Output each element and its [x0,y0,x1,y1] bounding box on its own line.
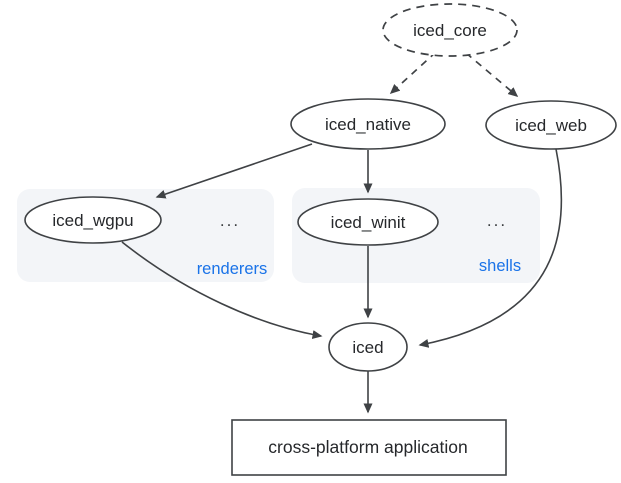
iced-native-label: iced_native [325,115,411,134]
iced-winit-label: iced_winit [331,213,406,232]
iced-winit-ellipse [297,198,439,246]
node-iced-web: iced_web [485,100,617,150]
edge-core-to-web [465,52,519,97]
shells-ellipsis: ... [487,211,507,230]
iced-wgpu-label: iced_wgpu [52,211,133,230]
node-iced-winit: iced_winit [297,198,439,246]
node-iced-native: iced_native [290,98,446,150]
app-label: cross-platform application [268,437,467,457]
shells-group-label: shells [479,257,521,275]
iced-ellipse [328,322,408,372]
edge-native-to-wgpu [155,143,313,199]
iced-wgpu-ellipse [24,196,162,244]
app-rect [231,419,507,476]
iced-core-label: iced_core [413,21,487,40]
renderers-group-label: renderers [197,260,268,278]
edge-web-to-iced [418,148,563,348]
iced-native-ellipse [290,98,446,150]
iced-web-label: iced_web [515,116,587,135]
iced-web-ellipse [485,100,617,150]
node-cross-platform-application: cross-platform application [231,419,507,476]
node-iced-core: iced_core [382,3,518,57]
iced-label: iced [352,338,383,357]
iced-core-ellipse [382,3,518,57]
node-iced-wgpu: iced_wgpu [24,196,162,244]
edge-core-to-native [389,51,437,95]
node-iced: iced [328,322,408,372]
renderers-ellipsis: ... [220,211,240,230]
edge-wgpu-to-iced [121,241,323,339]
